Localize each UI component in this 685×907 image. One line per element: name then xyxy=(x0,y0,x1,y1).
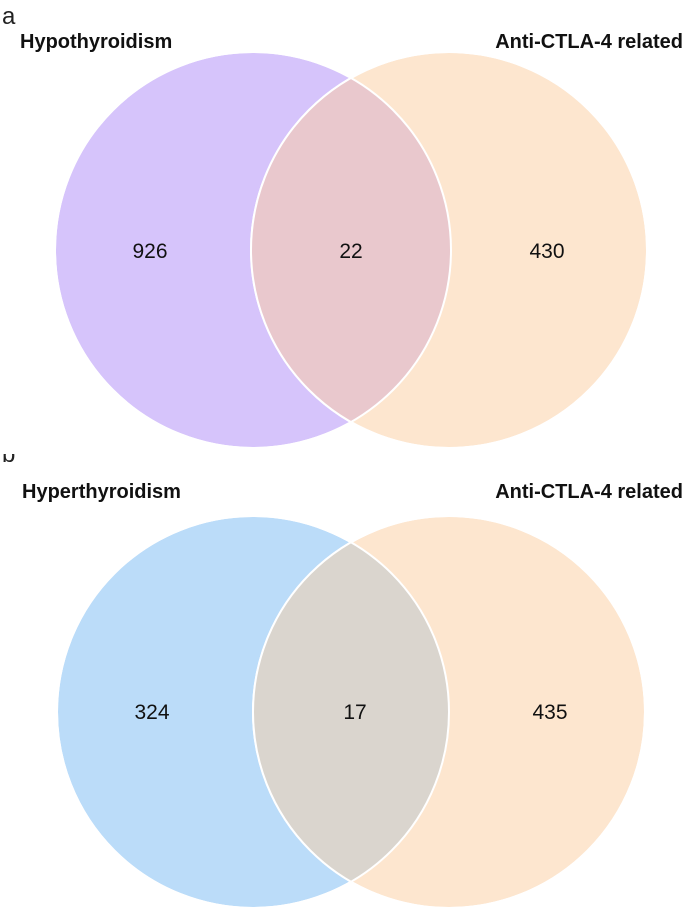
right-only-count: 430 xyxy=(529,240,564,263)
right-only-count: 435 xyxy=(532,701,567,724)
left-set-label: Hypothyroidism xyxy=(20,31,172,53)
left-set-label: Hyperthyroidism xyxy=(22,481,181,503)
venn-diagram-a: a Hypothyroidism Anti-CTLA-4 related 926… xyxy=(2,3,683,449)
right-set-label: Anti-CTLA-4 related xyxy=(495,31,683,53)
right-set-outline xyxy=(252,515,646,907)
left-set-outline xyxy=(56,515,450,907)
venn-diagram-b: b Hyperthyroidism Anti-CTLA-4 related 32… xyxy=(2,454,683,907)
overlap-count: 22 xyxy=(339,240,362,263)
venn-panel-b: b Hyperthyroidism Anti-CTLA-4 related 32… xyxy=(0,454,685,907)
panel-letter: a xyxy=(2,3,16,30)
venn-panel-a: a Hypothyroidism Anti-CTLA-4 related 926… xyxy=(0,0,685,453)
overlap-count: 17 xyxy=(343,701,366,724)
panel-letter: b xyxy=(2,454,15,468)
right-set-outline xyxy=(250,51,648,449)
left-only-count: 324 xyxy=(134,701,169,724)
left-set-outline xyxy=(54,51,452,449)
right-set-label: Anti-CTLA-4 related xyxy=(495,481,683,503)
left-only-count: 926 xyxy=(132,240,167,263)
overlap-region xyxy=(253,516,449,907)
overlap-region xyxy=(251,52,451,448)
